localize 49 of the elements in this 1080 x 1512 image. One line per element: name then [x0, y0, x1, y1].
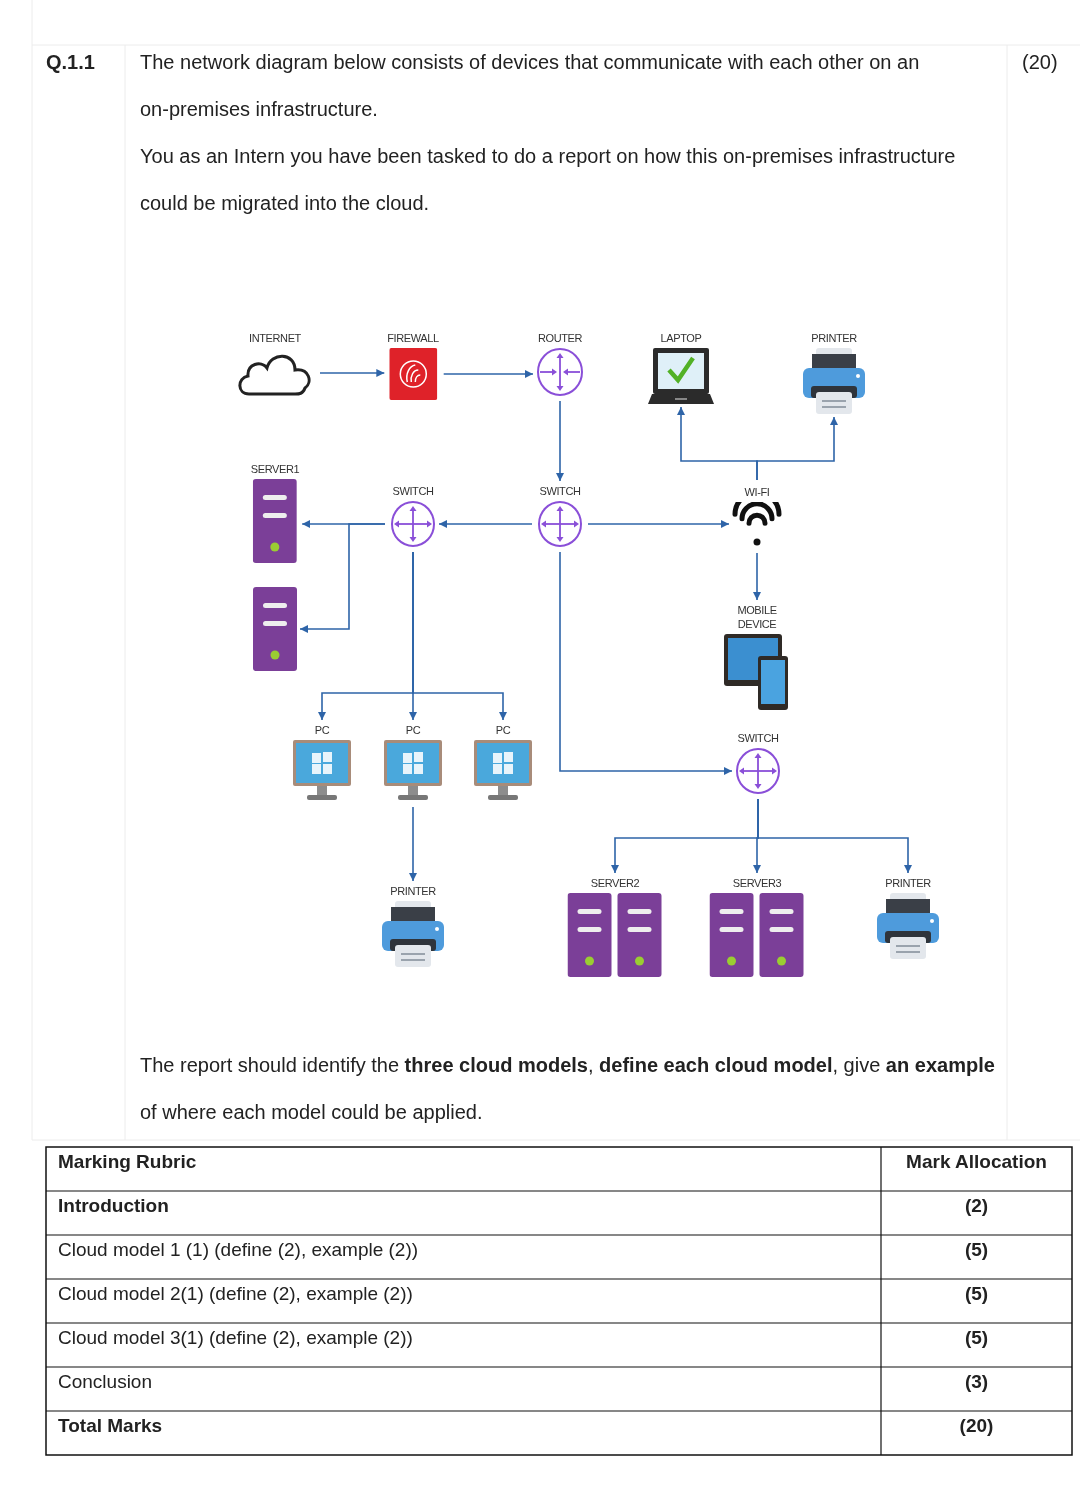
- device-label: ROUTER: [537, 331, 582, 345]
- arrow: [556, 400, 564, 482]
- arrow: [756, 416, 838, 481]
- mark-value: (20): [958, 1414, 995, 1438]
- arrow: [438, 520, 533, 528]
- device-label: PC: [314, 723, 330, 737]
- arrow: [299, 523, 386, 633]
- device-label: SWITCH: [392, 484, 434, 498]
- mark-value: (5): [963, 1326, 990, 1350]
- arrow: [757, 798, 912, 874]
- rubric-item: Total Marks: [58, 1414, 163, 1438]
- device-label: SERVER3: [732, 876, 782, 890]
- device-label: SWITCH: [539, 484, 581, 498]
- arrow: [442, 370, 534, 378]
- mark-value: (3): [963, 1370, 990, 1394]
- device-label: PRINTER: [811, 331, 857, 345]
- rubric-item: Conclusion: [58, 1370, 152, 1394]
- device-label: SWITCH: [737, 731, 779, 745]
- device-label: SERVER1: [250, 462, 300, 476]
- question-number: Q.1.1: [46, 50, 96, 75]
- device-label: FIREWALL: [387, 331, 439, 345]
- device-label: LAPTOP: [660, 331, 702, 345]
- device-label: INTERNET: [249, 331, 301, 345]
- question-text: The network diagram below consists of devices that communicate with each other on an on-premises infrastructure.: [140, 50, 921, 122]
- arrow: [559, 551, 733, 775]
- rubric-item: Cloud model 2(1) (define (2), example (2)): [58, 1282, 413, 1306]
- question-text: You as an Intern you have been tasked to do a report on how this on-premises infrastructure could be migrated into the cloud.: [140, 144, 957, 216]
- question-marks: (20): [1022, 50, 1059, 75]
- device-label: MOBILE DEVICE: [736, 603, 778, 631]
- instruction-text: The report should identify the three cloud models, define each cloud model, give an example of where each model could be applied.: [140, 1053, 996, 1125]
- device-label: PC: [495, 723, 511, 737]
- device-label: PC: [405, 723, 421, 737]
- arrow: [319, 369, 386, 377]
- device-label: WI-FI: [744, 485, 770, 499]
- device-label: PRINTER: [390, 884, 436, 898]
- arrow: [412, 551, 507, 721]
- device-label: SERVER2: [590, 876, 640, 890]
- column-header: Mark Allocation: [905, 1150, 1048, 1174]
- mark-value: (5): [963, 1238, 990, 1262]
- rubric-item: Cloud model 3(1) (define (2), example (2)): [58, 1326, 413, 1350]
- mark-value: (5): [963, 1282, 990, 1306]
- device-label: PRINTER: [885, 876, 931, 890]
- mark-value: (2): [963, 1194, 990, 1218]
- rubric-item: Cloud model 1 (1) (define (2), example (2)): [58, 1238, 419, 1262]
- column-header: Marking Rubric: [58, 1150, 197, 1174]
- rubric-item: Introduction: [58, 1194, 169, 1218]
- arrow: [409, 806, 417, 882]
- arrow: [753, 552, 761, 601]
- arrow: [587, 520, 730, 528]
